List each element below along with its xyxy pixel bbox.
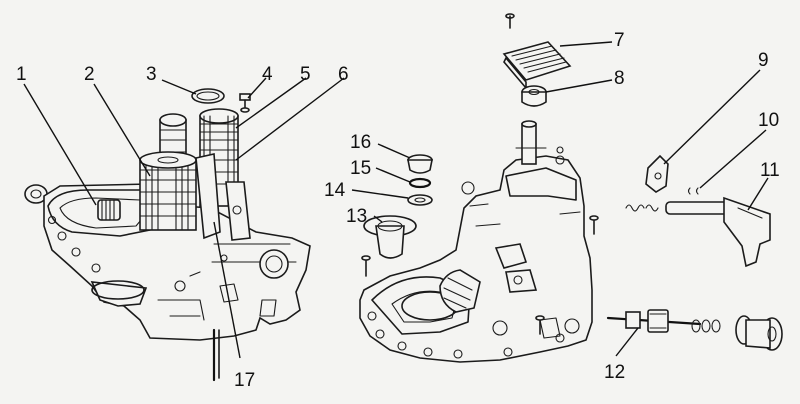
callout-12: 12 (604, 362, 625, 383)
callout-14: 14 (324, 180, 346, 201)
callout-labels: 1 2 3 4 5 6 7 8 9 10 11 12 13 14 15 16 1… (16, 30, 780, 391)
plug-cap (407, 154, 433, 174)
callout-15: 15 (350, 158, 371, 179)
spring-pair (625, 204, 659, 212)
center-casing (359, 155, 593, 363)
callout-2: 2 (84, 64, 95, 85)
callout-9: 9 (758, 50, 769, 71)
clip-pair (687, 187, 699, 195)
input-shaft (97, 199, 121, 221)
gearbox-assembly-left (24, 88, 311, 382)
leader-lines (23, 41, 769, 359)
callout-6: 6 (338, 64, 349, 85)
callout-7: 7 (614, 30, 625, 51)
gearbox-assembly-center (359, 13, 599, 363)
bolt (239, 93, 251, 113)
gear-cluster (139, 108, 251, 241)
callout-11: 11 (760, 160, 780, 181)
callout-5: 5 (300, 64, 311, 85)
callout-13: 13 (346, 206, 367, 227)
cover-plate (502, 41, 572, 91)
selector-shaft (665, 196, 771, 268)
bearing-cup (363, 215, 417, 259)
callout-1: 1 (16, 64, 27, 85)
selector-parts-right (606, 154, 783, 351)
bush (521, 85, 547, 107)
rubber-boot (439, 269, 481, 313)
interlock-plate (645, 154, 669, 193)
callout-4: 4 (262, 64, 273, 85)
callout-17: 17 (234, 370, 255, 391)
selector-rod (606, 309, 783, 351)
screw-set (361, 215, 599, 335)
callout-3: 3 (146, 64, 157, 85)
callout-16: 16 (350, 132, 371, 153)
cover-screw (505, 13, 515, 29)
circlip (408, 177, 432, 189)
washer (407, 194, 433, 206)
side-cover (259, 249, 289, 279)
callout-8: 8 (614, 68, 625, 89)
callout-10: 10 (758, 110, 779, 131)
selector-block (494, 243, 538, 293)
seal-ring (191, 88, 225, 104)
